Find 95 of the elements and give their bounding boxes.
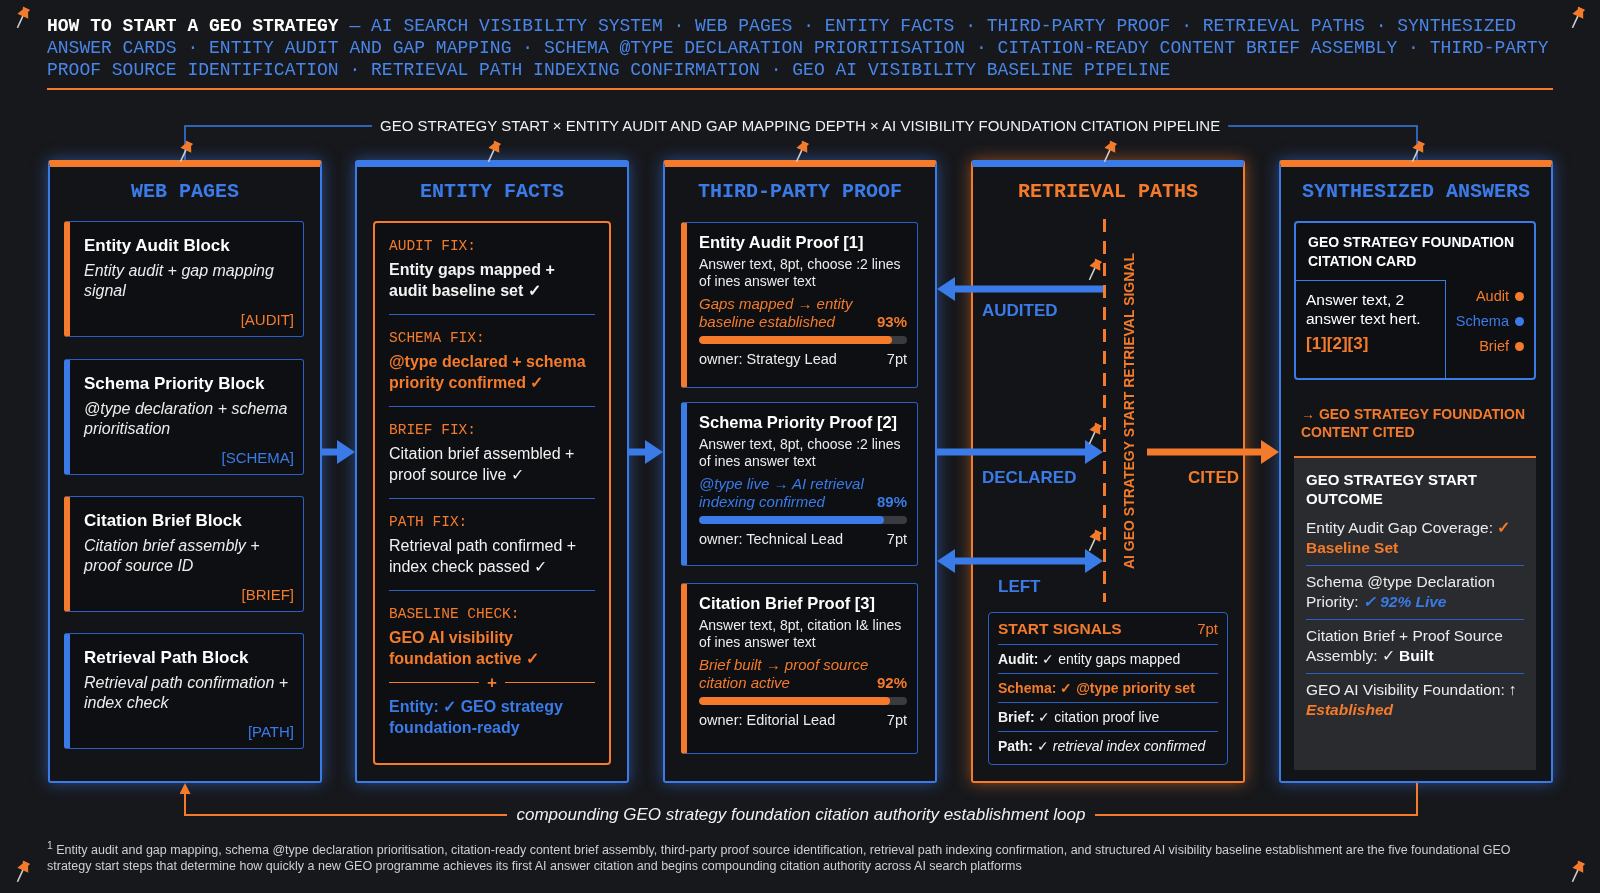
answer-panel: [1296, 280, 1446, 378]
size-label: 7pt: [886, 530, 907, 548]
citation-card: [1294, 221, 1536, 380]
edge-label: DECLARED: [982, 468, 1077, 488]
signal-text: Path: ✓ retrieval index confirmed: [998, 731, 1218, 760]
fix-text: Citation brief assembled + proof source live ✓: [389, 444, 576, 485]
tag-label: [BRIEF]: [241, 586, 294, 604]
proof-card: [681, 402, 918, 566]
column-heading: WEB PAGES: [131, 180, 239, 204]
status-text: Gaps mapped → entity baseline established: [699, 295, 854, 331]
card-title: Retrieval Path Block: [84, 647, 249, 668]
fix-text: Entity: ✓ GEO strategy foundation-ready: [389, 697, 564, 738]
outcome-panel: [1294, 456, 1536, 770]
section-heading: SCHEMA FIX:: [389, 329, 485, 347]
card-heading: GEO STRATEGY FOUNDATION CITATION CARD: [1308, 233, 1516, 271]
fix-text: @type declared + schema priority confirmed ✓: [389, 352, 587, 393]
section-heading: BRIEF FIX:: [389, 421, 476, 439]
status-label: Brief: [1479, 337, 1509, 356]
column-heading: RETRIEVAL PATHS: [1018, 180, 1198, 204]
plus-sign: +: [487, 673, 497, 692]
status-text: @type live → AI retrieval indexing confirmed: [699, 475, 865, 511]
status-label: Schema: [1455, 312, 1509, 331]
card: [64, 496, 304, 612]
card-description: Answer text, 8pt, choose :2 lines of ines answer text: [699, 436, 902, 470]
signal-text: Schema: ✓ @type priority set: [998, 673, 1218, 702]
card-description: @type declaration + schema prioritisation: [84, 399, 289, 439]
card-title: Citation Brief Block: [84, 510, 242, 531]
percent-value: 89%: [876, 493, 907, 511]
proof-card: [681, 222, 918, 388]
percent-value: 92%: [876, 674, 907, 692]
signal-text: Brief: ✓ citation proof live: [998, 702, 1218, 731]
card-title: Citation Brief Proof [3]: [699, 593, 875, 614]
status-text: Brief built → proof source citation active: [699, 656, 870, 692]
answer-text: Answer text, 2 answer text hert.: [1306, 290, 1422, 328]
size-label: 7pt: [1197, 619, 1218, 638]
fix-text: GEO AI visibility foundation active ✓: [389, 628, 540, 669]
table-heading: START SIGNALS: [998, 619, 1122, 638]
fix-text: Retrieval path confirmed + index check passed ✓: [389, 536, 578, 577]
card-description: Answer text, 8pt, citation I& lines of ines answer text: [699, 617, 903, 651]
section-heading: PATH FIX:: [389, 513, 468, 531]
arrow: [937, 277, 1103, 301]
column-panel: [663, 160, 937, 783]
card-description: Entity audit + gap mapping signal: [84, 261, 275, 301]
arrow: [937, 549, 1103, 573]
arrow: [1147, 440, 1279, 464]
column-heading: SYNTHESIZED ANSWERS: [1302, 180, 1530, 204]
tag-label: [AUDIT]: [240, 311, 294, 329]
card: [64, 221, 304, 337]
checklist-panel: [373, 221, 611, 765]
owner-label: owner: Technical Lead: [699, 530, 844, 548]
column-panel: [971, 160, 1245, 783]
card-title: Schema Priority Proof [2]: [699, 412, 898, 433]
tag-label: [PATH]: [247, 723, 294, 741]
column-panel: [1279, 160, 1553, 783]
outcome-row: Citation Brief + Proof Source Assembly: ✓ Built: [1306, 619, 1524, 673]
card: [64, 359, 304, 475]
size-label: 7pt: [886, 711, 907, 729]
size-label: 7pt: [886, 350, 907, 368]
column-heading: THIRD-PARTY PROOF: [698, 180, 902, 204]
card-title: Entity Audit Block: [84, 235, 230, 256]
column-heading: ENTITY FACTS: [420, 180, 564, 204]
signal-table: [988, 612, 1228, 765]
edge-label: LEFT: [998, 577, 1041, 597]
signal-text: Audit: ✓ entity gaps mapped: [998, 644, 1218, 673]
card-description: Answer text, 8pt, choose :2 lines of ines answer text: [699, 256, 902, 290]
edge-label: CITED: [1188, 468, 1239, 488]
owner-label: owner: Editorial Lead: [699, 711, 836, 729]
section-heading: AUDIT FIX:: [389, 237, 476, 255]
page-title: HOW TO START A GEO STRATEGY — AI SEARCH VISIBILITY SYSTEM · WEB PAGES · ENTITY FACTS · THIRD-PARTY PROOF · RETRIEVAL PATHS · SYNTHESIZED ANSWER CARDS · ENTITY AUDIT AND GAP MAPPING · SCHEMA @TYPE DECLARATION PRIORITISATION · CITATION-READY CONTENT BRIEF ASSEMBLY · THIRD-PARTY PROOF SOURCE IDENTIFICATION · RETRIEVAL PATH INDEXING CONFIRMATION · GEO AI VISIBILITY BASELINE PIPELINE: [47, 15, 1550, 81]
status-note: → GEO STRATEGY FOUNDATION CONTENT CITED: [1301, 405, 1526, 441]
column-panel: [48, 160, 322, 783]
footnote: $^{1}$ Entity audit and gap mapping, schema @type declaration prioritisation, citation-ready content brief assembly, third-party proof source identification, retrieval path indexing confirmation, and structured AI visibility baseline establishment are the five foundational GEO strategy start steps that determine how quickly a new GEO programme achieves its first AI answer citation and begins compounding citation authority across AI search platforms: [47, 839, 1512, 875]
arrow: [322, 440, 355, 464]
arrow: [629, 440, 663, 464]
tag-label: [SCHEMA]: [221, 449, 294, 467]
vertical-label: AI GEO STRATEGY START RETRIEVAL SIGNAL: [1120, 252, 1138, 569]
card-title: Schema Priority Block: [84, 373, 265, 394]
outcome-row-text: Entity Audit Gap Coverage: ✓ Baseline Set: [1306, 518, 1512, 558]
proof-card: [681, 583, 918, 754]
card: [64, 633, 304, 749]
status-label: Audit: [1475, 287, 1509, 306]
card-description: Citation brief assembly + proof source ID: [84, 536, 261, 576]
column-panel: [355, 160, 629, 783]
owner-label: owner: Strategy Lead: [699, 350, 837, 368]
edge-label: AUDITED: [982, 301, 1058, 321]
panel-heading: GEO STRATEGY START OUTCOME: [1306, 470, 1478, 508]
outcome-row: Schema @type Declaration Priority: ✓ 92% Live: [1306, 565, 1524, 619]
outcome-row: GEO AI Visibility Foundation: ↑ Established: [1306, 673, 1524, 727]
citation-refs: [1][2][3]: [1306, 333, 1369, 354]
card-title: Entity Audit Proof [1]: [699, 232, 864, 253]
percent-value: 93%: [876, 313, 907, 331]
fix-text: Entity gaps mapped + audit baseline set ✓: [389, 260, 556, 301]
card-description: Retrieval path confirmation + index check: [84, 673, 290, 713]
section-heading: BASELINE CHECK:: [389, 605, 520, 623]
arrow: [937, 440, 1103, 464]
